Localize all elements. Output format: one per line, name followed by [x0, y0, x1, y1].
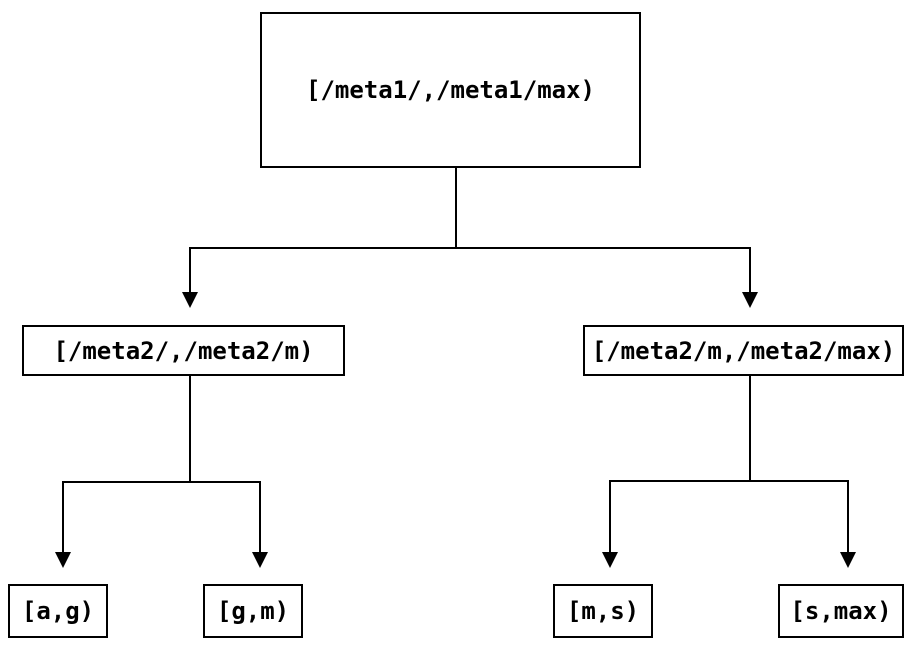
arrowhead-down-icon — [182, 292, 198, 308]
arrowhead-down-icon — [602, 552, 618, 568]
edge-meta2-right-children — [602, 375, 856, 568]
leaf-node-gm-label: [g,m) — [216, 597, 290, 625]
arrowhead-down-icon — [742, 292, 758, 308]
arrowhead-down-icon — [55, 552, 71, 568]
leaf-node-ms-label: [m,s) — [566, 597, 640, 625]
node-meta2-left: [/meta2/,/meta2/m) — [22, 325, 345, 376]
arrowhead-down-icon — [252, 552, 268, 568]
node-meta2-right: [/meta2/m,/meta2/max) — [583, 325, 904, 376]
leaf-node-gm: [g,m) — [203, 584, 303, 638]
leaf-node-ag: [a,g) — [8, 584, 108, 638]
leaf-node-smax: [s,max) — [778, 584, 904, 638]
leaf-node-ms: [m,s) — [553, 584, 653, 638]
edge-root-children — [182, 167, 758, 308]
leaf-node-smax-label: [s,max) — [790, 597, 892, 625]
node-meta2-right-label: [/meta2/m,/meta2/max) — [591, 336, 896, 365]
node-root-label: [/meta1/,/meta1/max) — [306, 76, 595, 104]
node-root: [/meta1/,/meta1/max) — [260, 12, 641, 168]
leaf-node-ag-label: [a,g) — [21, 597, 95, 625]
node-meta2-left-label: [/meta2/,/meta2/m) — [53, 336, 314, 365]
edge-meta2-left-children — [55, 375, 268, 568]
arrowhead-down-icon — [840, 552, 856, 568]
